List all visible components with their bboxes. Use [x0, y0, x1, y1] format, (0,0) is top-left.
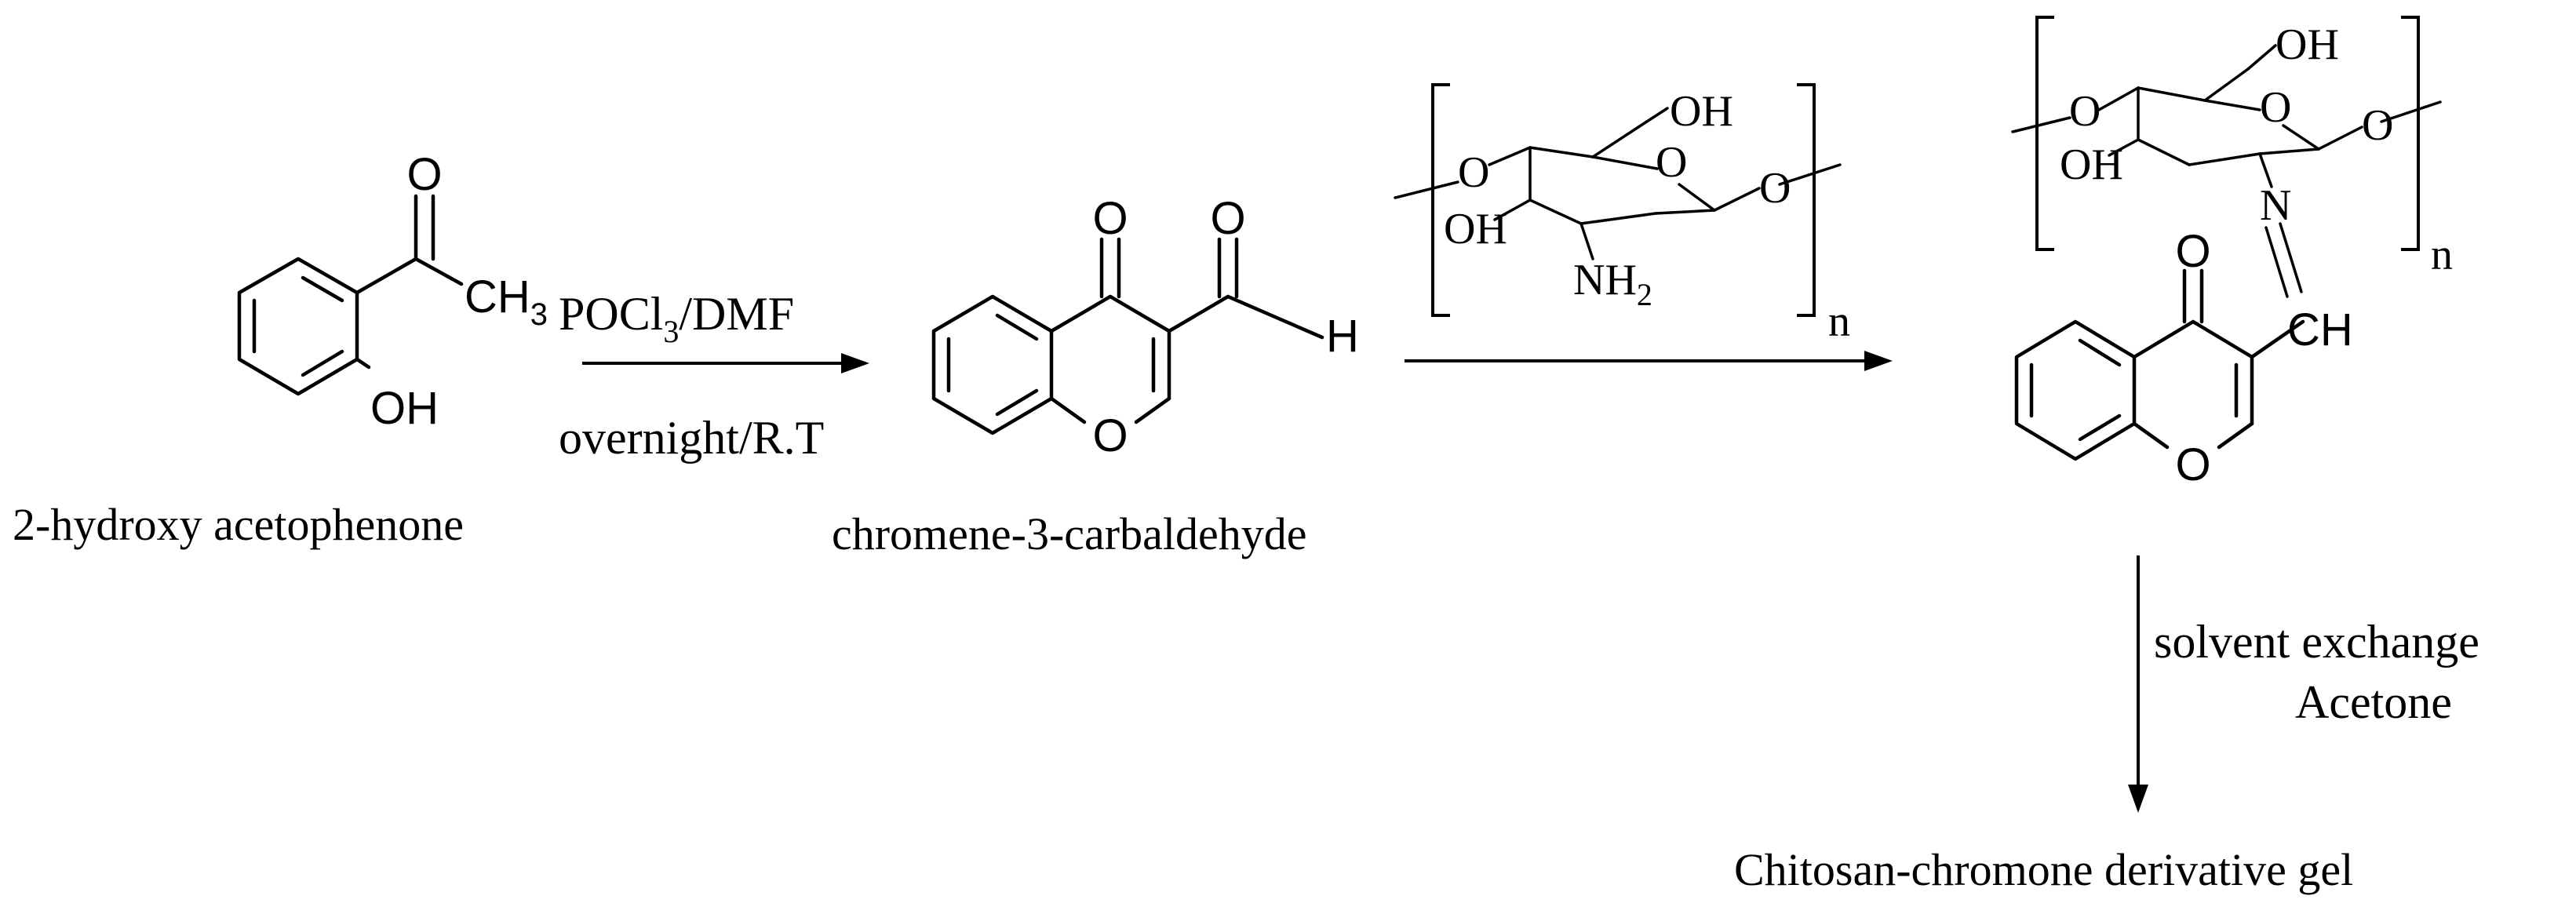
ketone-o-label: O	[1092, 193, 1128, 244]
product-oh-top: OH	[2275, 20, 2339, 69]
structure-chitosan-chromone: OH O O O OH N n O CH O	[2011, 16, 2453, 490]
product-ring-o: O	[2260, 83, 2291, 132]
carbonyl-o-label: O	[406, 149, 442, 200]
chitosan-oh-top: OH	[1670, 87, 1733, 136]
product-ring-o2: O	[2175, 439, 2210, 490]
aldehyde-o-label: O	[1210, 193, 1245, 244]
reaction-arrow-step1: POCl3/DMF overnight/R.T	[559, 288, 869, 464]
reagent-pocl3-dmf: POCl3/DMF	[559, 288, 794, 349]
reaction-arrow-step3: solvent exchange Acetone	[2128, 555, 2479, 813]
chitosan-nh2: NH2	[1573, 256, 1652, 312]
condition-acetone: Acetone	[2295, 676, 2452, 728]
structure-chitosan: OH O O O OH NH2 n	[1394, 83, 1850, 346]
ring-o-label: O	[1092, 410, 1128, 461]
product-o-left: O	[2069, 87, 2101, 136]
product-o-right: O	[2362, 101, 2393, 150]
aldehyde-h-label: H	[1326, 311, 1359, 362]
product-ch-label: CH	[2287, 304, 2353, 355]
chitosan-ring-o: O	[1656, 138, 1687, 187]
product-imine-n: N	[2260, 181, 2291, 230]
chitosan-o-left: O	[1458, 148, 1489, 197]
hydroxyl-label: OH	[370, 383, 439, 434]
final-product-name: Chitosan-chromone derivative gel	[1734, 844, 2353, 895]
chitosan-o-right: O	[1759, 164, 1791, 213]
condition-overnight-rt: overnight/R.T	[559, 412, 824, 464]
product-repeat-n: n	[2431, 231, 2453, 279]
structure-chromene-3-carbaldehyde: O O H O chromene-3-carbaldehyde	[832, 193, 1359, 559]
condition-solvent-exchange: solvent exchange	[2154, 616, 2479, 668]
reaction-arrow-step2	[1405, 351, 1893, 371]
structure-2-hydroxy-acetophenone: O CH3 OH 2-hydroxy acetophenone	[13, 149, 548, 550]
chitosan-oh-left: OH	[1444, 205, 1507, 253]
chitosan-repeat-n: n	[1828, 297, 1850, 346]
compound-name-chromene: chromene-3-carbaldehyde	[832, 508, 1306, 559]
product-ketone-o: O	[2175, 226, 2210, 277]
product-oh-left: OH	[2060, 140, 2123, 189]
compound-name-acetophenone: 2-hydroxy acetophenone	[13, 499, 464, 550]
methyl-label: CH3	[465, 271, 548, 332]
